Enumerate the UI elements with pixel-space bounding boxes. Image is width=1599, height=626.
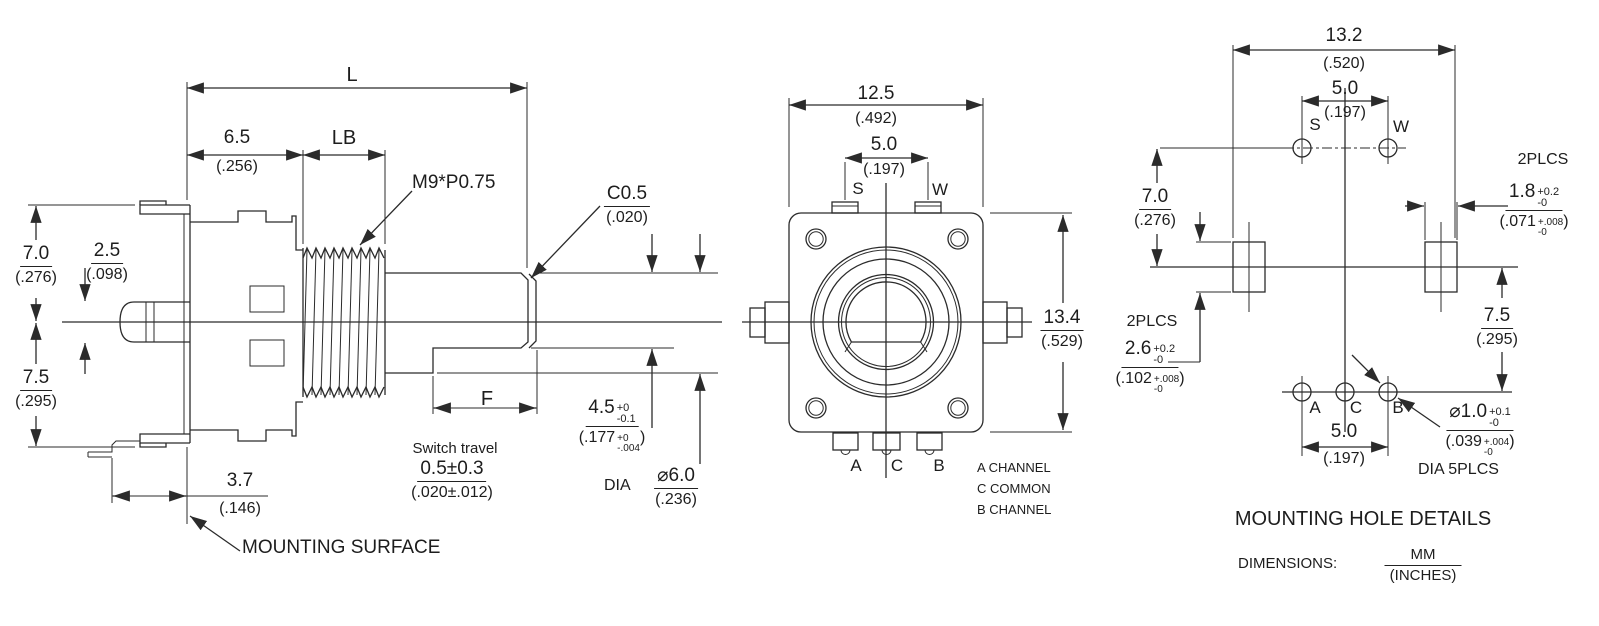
dim-2_5: 2.5 (.098)	[86, 240, 128, 283]
dia-label: DIA	[604, 477, 631, 494]
dim-7_0: 7.0 (.276)	[15, 243, 57, 286]
units-fraction: MM (INCHES)	[1384, 546, 1462, 584]
dim-shaft-dia: ⌀6.0 (.236)	[654, 465, 698, 508]
dim-12_5-inch: (.492)	[855, 110, 897, 127]
mounting-view-drawing	[1150, 44, 1518, 456]
hole-label-w: W	[1392, 117, 1410, 136]
dim-5_0-top-mm: 5.0	[870, 134, 898, 155]
dim-ab-pitch-mm: 5.0	[1330, 421, 1358, 442]
mounting-details-title: MOUNTING HOLE DETAILS	[1234, 508, 1492, 530]
side-view-drawing	[28, 82, 722, 552]
dim-slot-height: 2.6+0.2-0 (.102+.008-0)	[1115, 338, 1185, 395]
dim-label-LB: LB	[331, 127, 357, 149]
dim-shaft-flat: 4.5+0-0.1 (.177+0-.004)	[578, 397, 646, 454]
dim-12_5-mm: 12.5	[857, 83, 895, 104]
dim-abc-offset: 7.5 (.295)	[1476, 305, 1518, 348]
dim-13_4: 13.4 (.529)	[1040, 307, 1084, 350]
terminal-label-w: W	[931, 180, 949, 199]
front-view-drawing	[742, 98, 1072, 478]
dim-hole-dia: ⌀1.0+0.1-0 (.039+.004-0)	[1445, 401, 1515, 458]
slot-width-plcs: 2PLCS	[1517, 151, 1569, 168]
dim-6_5-inch: (.256)	[216, 158, 258, 175]
hole-label-s: S	[1309, 115, 1321, 134]
dim-ab-pitch-inch: (.197)	[1323, 450, 1365, 467]
terminal-label-c: C	[890, 456, 904, 475]
hole-label-b: B	[1392, 398, 1404, 417]
dim-sw-offset: 7.0 (.276)	[1134, 186, 1176, 229]
terminal-label-b: B	[933, 456, 945, 475]
dim-6_5-mm: 6.5	[223, 127, 251, 148]
hole-label-c: C	[1349, 398, 1363, 417]
dim-3_7-inch: (.146)	[219, 500, 261, 517]
switch-travel-label: Switch travel	[412, 440, 498, 457]
dim-sw-pitch-mm: 5.0	[1331, 78, 1359, 99]
dim-switch-travel: 0.5±0.3 (.020±.012)	[411, 458, 493, 501]
mounting-surface-label: MOUNTING SURFACE	[242, 537, 441, 558]
legend-a-channel: A CHANNEL	[977, 460, 1051, 475]
hole-dia-note: DIA 5PLCS	[1418, 461, 1499, 478]
terminal-label-s: S	[852, 179, 864, 198]
dim-5_0-top-inch: (.197)	[863, 161, 905, 178]
dim-slot-width: 1.8+0.2-0 (.071+.008-0)	[1499, 181, 1569, 238]
dim-3_7-mm: 3.7	[226, 470, 254, 491]
dim-label-F: F	[480, 388, 494, 410]
dim-13_2-mm: 13.2	[1325, 25, 1363, 46]
dim-7_5: 7.5 (.295)	[15, 367, 57, 410]
legend-b-channel: B CHANNEL	[977, 502, 1052, 517]
terminal-label-a: A	[850, 456, 862, 475]
slot-height-plcs: 2PLCS	[1126, 313, 1178, 330]
legend-c-common: C COMMON	[977, 481, 1051, 496]
dimensions-label: DIMENSIONS:	[1238, 555, 1338, 572]
dim-chamfer: C0.5 (.020)	[603, 183, 651, 226]
dim-label-L: L	[346, 64, 358, 86]
hole-label-a: A	[1309, 398, 1321, 417]
dim-sw-pitch-inch: (.197)	[1324, 104, 1366, 121]
dim-13_2-inch: (.520)	[1323, 55, 1365, 72]
thread-spec-label: M9*P0.75	[412, 172, 496, 193]
